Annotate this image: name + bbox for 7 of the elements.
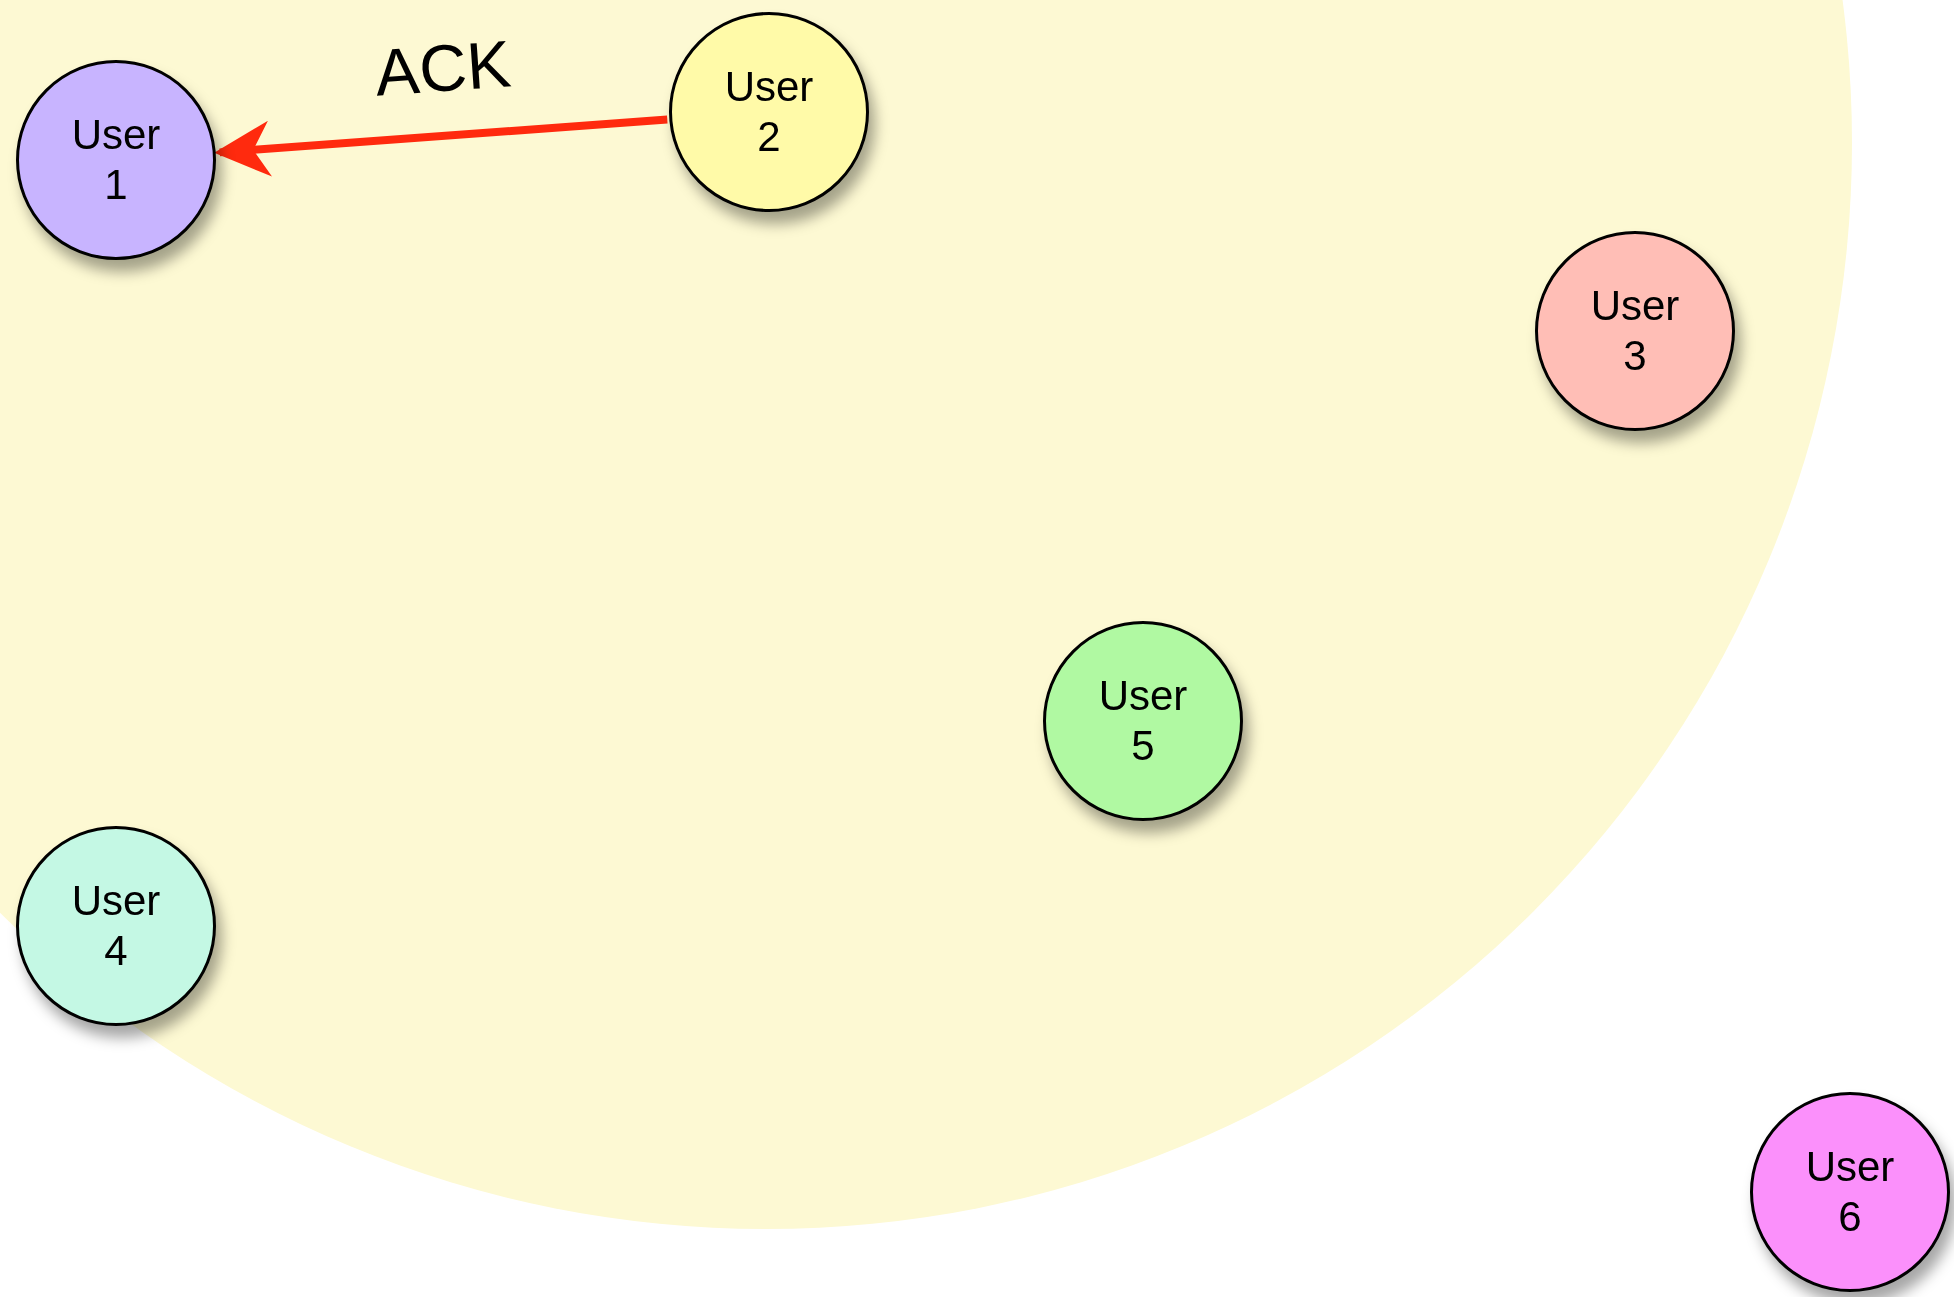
node-label: User 6 <box>1804 1142 1896 1242</box>
node-label: User 1 <box>70 110 162 210</box>
node-label: User 5 <box>1097 671 1189 771</box>
arrow <box>214 115 668 177</box>
node-label: User 4 <box>70 876 162 976</box>
node-label: User 3 <box>1589 281 1681 381</box>
node-label: User 2 <box>723 62 815 162</box>
